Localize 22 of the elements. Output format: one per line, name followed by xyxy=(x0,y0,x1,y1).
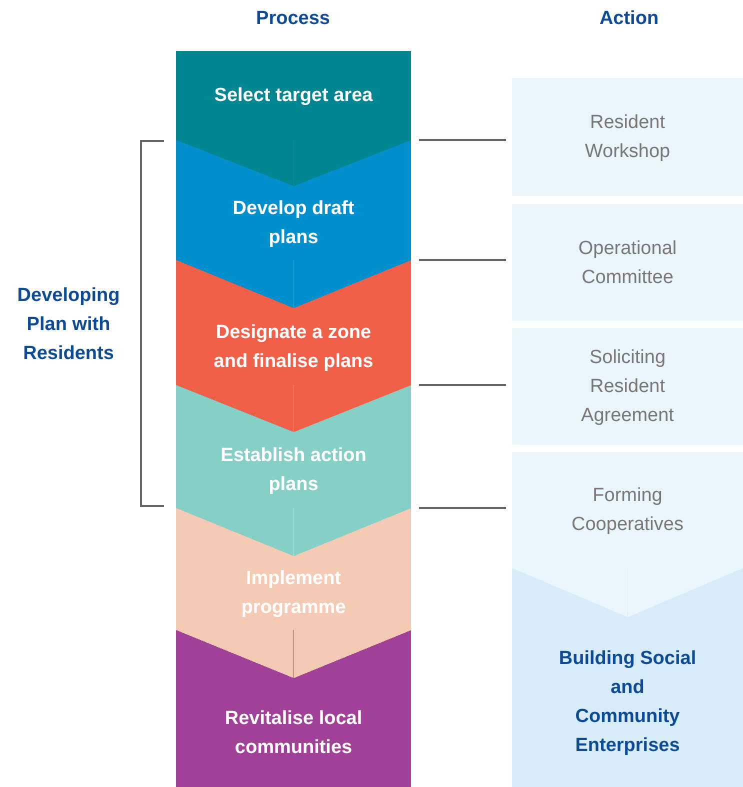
connector-line xyxy=(419,259,506,261)
action-text: Resident Workshop xyxy=(584,111,672,164)
column-heading: Action xyxy=(598,7,660,31)
step-text: Revitalise local communities xyxy=(224,706,364,760)
action-text: Building Social and Community Enterprises xyxy=(558,647,698,758)
chevron-panel xyxy=(512,452,743,568)
action-text: Operational Committee xyxy=(577,236,678,290)
column-heading: Process xyxy=(255,7,331,31)
bracket-label: Developing Plan with Residents xyxy=(16,284,121,366)
step-text: Designate a zone and finalise plans xyxy=(212,320,374,374)
chevron-step xyxy=(176,630,411,787)
step-text: Select target area xyxy=(213,84,374,108)
connector-line xyxy=(419,507,506,509)
step-text: Implement programme xyxy=(240,567,347,620)
connector-line xyxy=(419,384,506,386)
action-text: Forming Cooperatives xyxy=(570,484,684,537)
step-text: Establish action plans xyxy=(220,444,368,497)
chevron-panel xyxy=(512,568,743,787)
action-text: Soliciting Resident Agreement xyxy=(580,346,675,428)
step-text: Develop draft plans xyxy=(232,197,356,250)
chevron-step xyxy=(176,51,411,140)
connector-line xyxy=(419,139,506,141)
